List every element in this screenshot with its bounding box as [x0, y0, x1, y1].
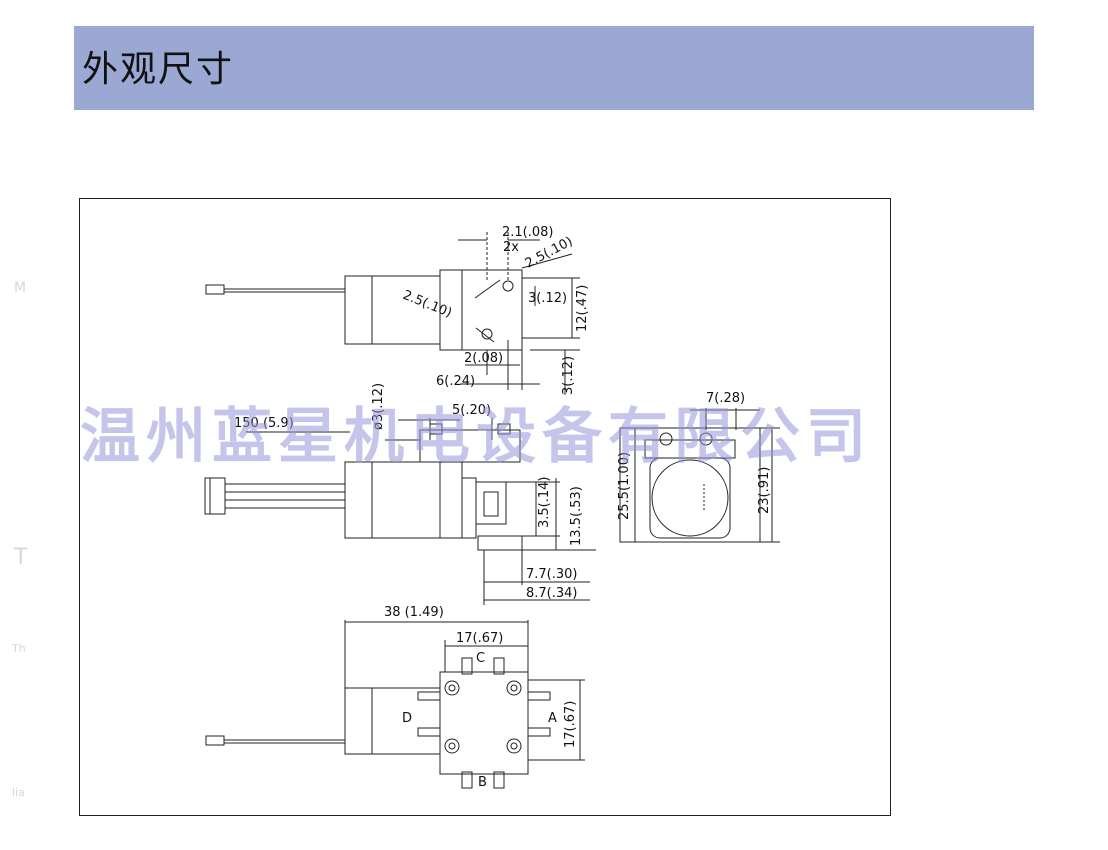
dim-top-2: 2(.08)	[464, 351, 503, 366]
ghost-text: lia	[12, 786, 25, 799]
dimension-drawing-frame	[79, 198, 891, 816]
dim-mid-7-7: 7.7(.30)	[526, 567, 578, 582]
ghost-text: Th	[12, 642, 26, 655]
dim-mid-5: 5(.20)	[452, 403, 491, 418]
dim-mid-dia3: ø3(.12)	[371, 383, 386, 430]
section-header: 外观尺寸	[74, 26, 1034, 110]
dim-mid-8-7: 8.7(.34)	[526, 586, 578, 601]
dim-top-12: 12(.47)	[575, 285, 590, 332]
dim-right-25-5: 25.5(1.00)	[617, 452, 632, 520]
port-c-label: C	[476, 651, 485, 666]
dim-bot-17v: 17(.67)	[563, 701, 578, 748]
top-view	[205, 232, 580, 395]
dim-right-7: 7(.28)	[706, 391, 745, 406]
dim-top-6: 6(.24)	[436, 374, 475, 389]
dim-top-count: 2x	[503, 240, 519, 255]
dim-bot-17h: 17(.67)	[456, 631, 503, 646]
section-title: 外观尺寸	[82, 49, 235, 90]
side-view	[204, 418, 596, 605]
port-d-label: D	[402, 711, 412, 726]
ghost-text: M	[14, 280, 27, 296]
front-view	[619, 408, 780, 543]
ghost-text: T	[14, 545, 28, 570]
port-a-label: A	[548, 711, 557, 726]
dim-right-23: 23(.91)	[757, 467, 772, 514]
dim-side-hole-dia: 2.5(.10)	[401, 288, 454, 321]
dim-top-3b: 3(.12)	[561, 356, 576, 395]
dim-mid-3-5: 3.5(.14)	[537, 477, 552, 529]
dim-mid-13-5: 13.5(.53)	[569, 486, 584, 546]
dim-bot-38: 38 (1.49)	[384, 605, 444, 620]
company-watermark: 温州蓝星机电设备有限公司	[80, 402, 872, 472]
bottom-view	[205, 620, 585, 789]
port-b-label: B	[478, 775, 487, 790]
dim-mid-150: 150 (5.9)	[234, 416, 294, 431]
dim-top-3: 3(.12)	[528, 291, 567, 306]
dim-top-hole-pitch: 2.1(.08)	[502, 225, 554, 240]
